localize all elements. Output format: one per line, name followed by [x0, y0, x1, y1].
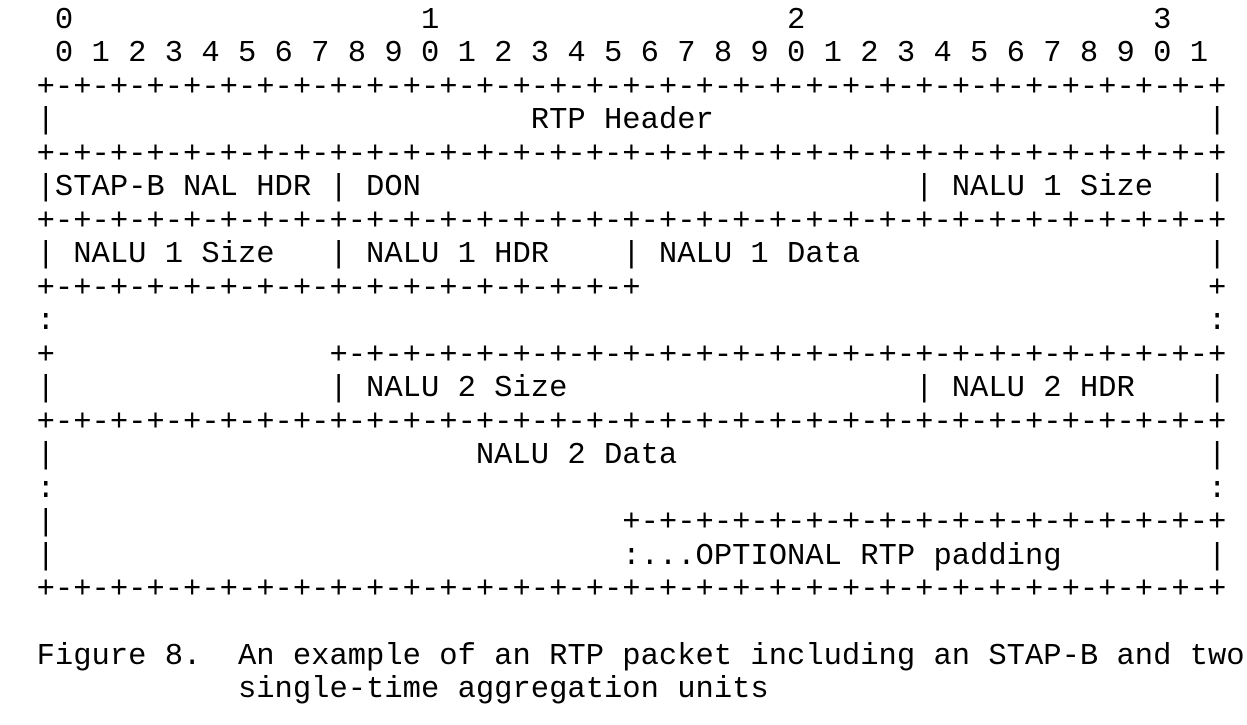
- border-line: + +-+-+-+-+-+-+-+-+-+-+-+-+-+-+-+-+-+-+-…: [0, 339, 1227, 373]
- border-line: +-+-+-+-+-+-+-+-+-+-+-+-+-+-+-+-+ +: [0, 272, 1227, 306]
- optional-padding-row: | :...OPTIONAL RTP padding |: [0, 540, 1227, 574]
- continuation-row: : :: [0, 305, 1227, 339]
- border-line: +-+-+-+-+-+-+-+-+-+-+-+-+-+-+-+-+-+-+-+-…: [0, 573, 1227, 607]
- figure-caption: Figure 8. An example of an RTP packet in…: [0, 640, 1245, 674]
- rtp-header-row: | RTP Header |: [0, 104, 1227, 138]
- padding-border-row: | +-+-+-+-+-+-+-+-+-+-+-+-+-+-+-+-+: [0, 506, 1227, 540]
- continuation-row: : :: [0, 473, 1227, 507]
- bit-units-ruler: 0 1 2 3 4 5 6 7 8 9 0 1 2 3 4 5 6 7 8 9 …: [0, 37, 1208, 71]
- bit-tens-ruler: 0 1 2 3: [0, 4, 1172, 38]
- nalu-2-size-row: | | NALU 2 Size | NALU 2 HDR |: [0, 372, 1227, 406]
- figure-caption-cont: single-time aggregation units: [0, 673, 769, 707]
- nalu-2-data-row: | NALU 2 Data |: [0, 439, 1227, 473]
- border-line: +-+-+-+-+-+-+-+-+-+-+-+-+-+-+-+-+-+-+-+-…: [0, 205, 1227, 239]
- border-line: +-+-+-+-+-+-+-+-+-+-+-+-+-+-+-+-+-+-+-+-…: [0, 138, 1227, 172]
- nalu-1-row: | NALU 1 Size | NALU 1 HDR | NALU 1 Data…: [0, 238, 1227, 272]
- stap-b-header-row: |STAP-B NAL HDR | DON | NALU 1 Size |: [0, 171, 1227, 205]
- border-line: +-+-+-+-+-+-+-+-+-+-+-+-+-+-+-+-+-+-+-+-…: [0, 406, 1227, 440]
- border-line: +-+-+-+-+-+-+-+-+-+-+-+-+-+-+-+-+-+-+-+-…: [0, 71, 1227, 105]
